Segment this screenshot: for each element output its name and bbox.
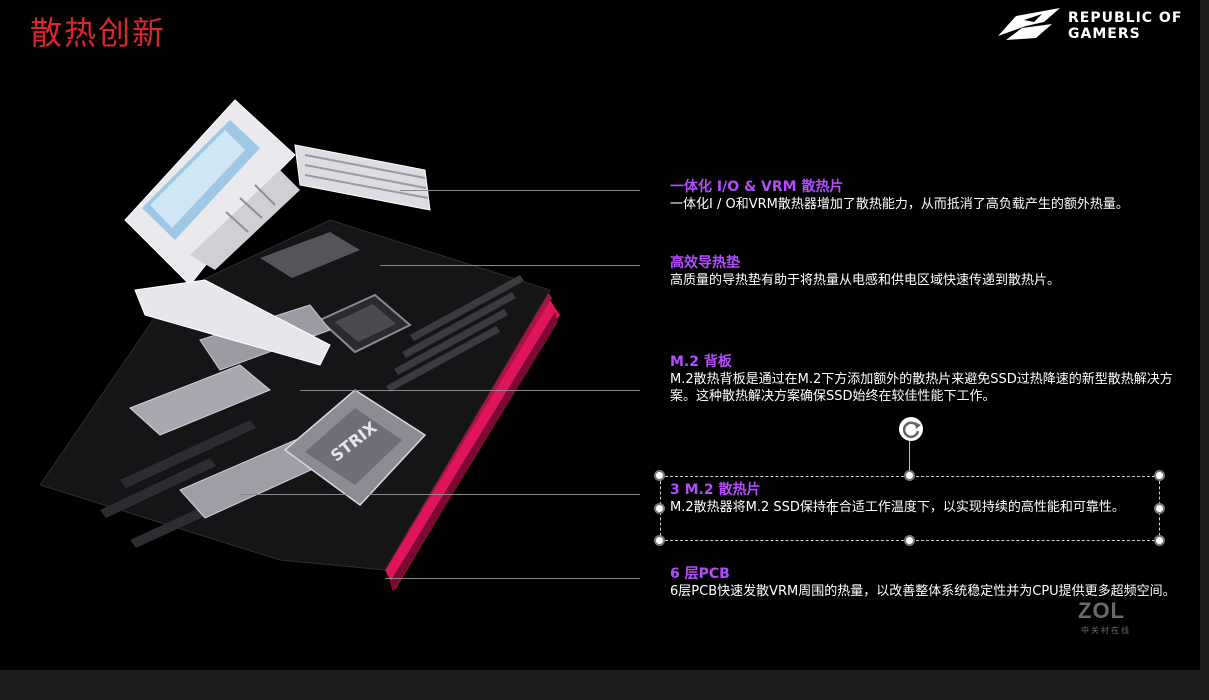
feature-description: M.2散热背板是通过在M.2下方添加额外的散热片来避免SSD过热降速的新型散热解… bbox=[670, 372, 1173, 404]
feature-thermal-pad[interactable]: 高效导热垫 高质量的导热垫有助于将热量从电感和供电区域快速传递到散热片。 bbox=[670, 254, 1185, 289]
rog-brand-line2: GAMERS bbox=[1068, 26, 1141, 42]
feature-title: 6 层PCB bbox=[670, 566, 730, 582]
resize-handle-top-right[interactable] bbox=[1154, 470, 1165, 481]
resize-handle-top-middle[interactable] bbox=[904, 470, 915, 481]
zol-watermark-sub: 中关村在线 bbox=[1081, 626, 1131, 635]
resize-handle-bottom-left[interactable] bbox=[654, 535, 665, 546]
feature-title: M.2 背板 bbox=[670, 354, 732, 370]
feature-title: 一体化 I/O & VRM 散热片 bbox=[670, 179, 844, 195]
feature-io-vrm-heatsink[interactable]: 一体化 I/O & VRM 散热片 一体化I / O和VRM散热器增加了散热能力… bbox=[670, 178, 1185, 213]
cpu-socket bbox=[318, 293, 412, 354]
feature-title: 3 M.2 散热片 bbox=[670, 482, 761, 498]
leader-line-io-vrm bbox=[400, 190, 640, 191]
chipset-heatsink: STRIX bbox=[283, 389, 427, 506]
leader-line-m2-heatsink bbox=[240, 494, 640, 495]
rog-eye-icon bbox=[998, 8, 1060, 40]
resize-handle-middle-left[interactable] bbox=[654, 503, 665, 514]
dimm-slots bbox=[386, 275, 524, 392]
feature-description: 一体化I / O和VRM散热器增加了散热能力，从而抵消了高负载产生的额外热量。 bbox=[670, 197, 1129, 212]
text-caret bbox=[831, 499, 832, 515]
leader-line-thermal-pad bbox=[380, 265, 640, 266]
slide-canvas: 散热创新 REPUBLIC OF GAMERS bbox=[0, 0, 1200, 670]
text-box-selection[interactable] bbox=[660, 476, 1160, 541]
leader-line-pcb bbox=[385, 578, 640, 579]
feature-title: 高效导热垫 bbox=[670, 255, 740, 271]
rog-brand-line1: REPUBLIC OF bbox=[1068, 10, 1183, 26]
rotate-icon[interactable] bbox=[898, 416, 924, 442]
feature-m2-heatsink[interactable]: 3 M.2 散热片 M.2散热器将M.2 SSD保持在合适工作温度下，以实现持续… bbox=[670, 481, 1185, 516]
io-vrm-heatsink bbox=[124, 99, 431, 366]
resize-handle-top-left[interactable] bbox=[654, 470, 665, 481]
feature-pcb-layers[interactable]: 6 层PCB 6层PCB快速发散VRM周围的热量，以改善整体系统稳定性并为CPU… bbox=[670, 565, 1185, 600]
thermal-pad bbox=[260, 232, 360, 278]
resize-handle-bottom-middle[interactable] bbox=[904, 535, 915, 546]
rotate-handle-stem bbox=[909, 440, 910, 474]
zol-watermark: ZOL 中关村在线 bbox=[1078, 598, 1144, 638]
canvas-right-margin bbox=[1200, 0, 1209, 670]
leader-line-m2-backplate bbox=[300, 390, 640, 391]
editor-bottom-bar bbox=[0, 670, 1209, 700]
zol-watermark-main: ZOL bbox=[1078, 598, 1125, 623]
resize-handle-bottom-right[interactable] bbox=[1154, 535, 1165, 546]
feature-description: 高质量的导热垫有助于将热量从电感和供电区域快速传递到散热片。 bbox=[670, 273, 1061, 288]
resize-handle-middle-right[interactable] bbox=[1154, 503, 1165, 514]
feature-description: 6层PCB快速发散VRM周围的热量，以改善整体系统稳定性并为CPU提供更多超频空… bbox=[670, 584, 1176, 599]
slide-title[interactable]: 散热创新 bbox=[30, 14, 167, 52]
feature-description[interactable]: M.2散热器将M.2 SSD保持在合适工作温度下，以实现持续的高性能和可靠性。 bbox=[670, 500, 1125, 515]
feature-m2-backplate[interactable]: M.2 背板 M.2散热背板是通过在M.2下方添加额外的散热片来避免SSD过热降… bbox=[670, 353, 1185, 405]
rog-logo: REPUBLIC OF GAMERS bbox=[996, 6, 1196, 46]
motherboard-image[interactable]: STRIX bbox=[30, 90, 570, 610]
